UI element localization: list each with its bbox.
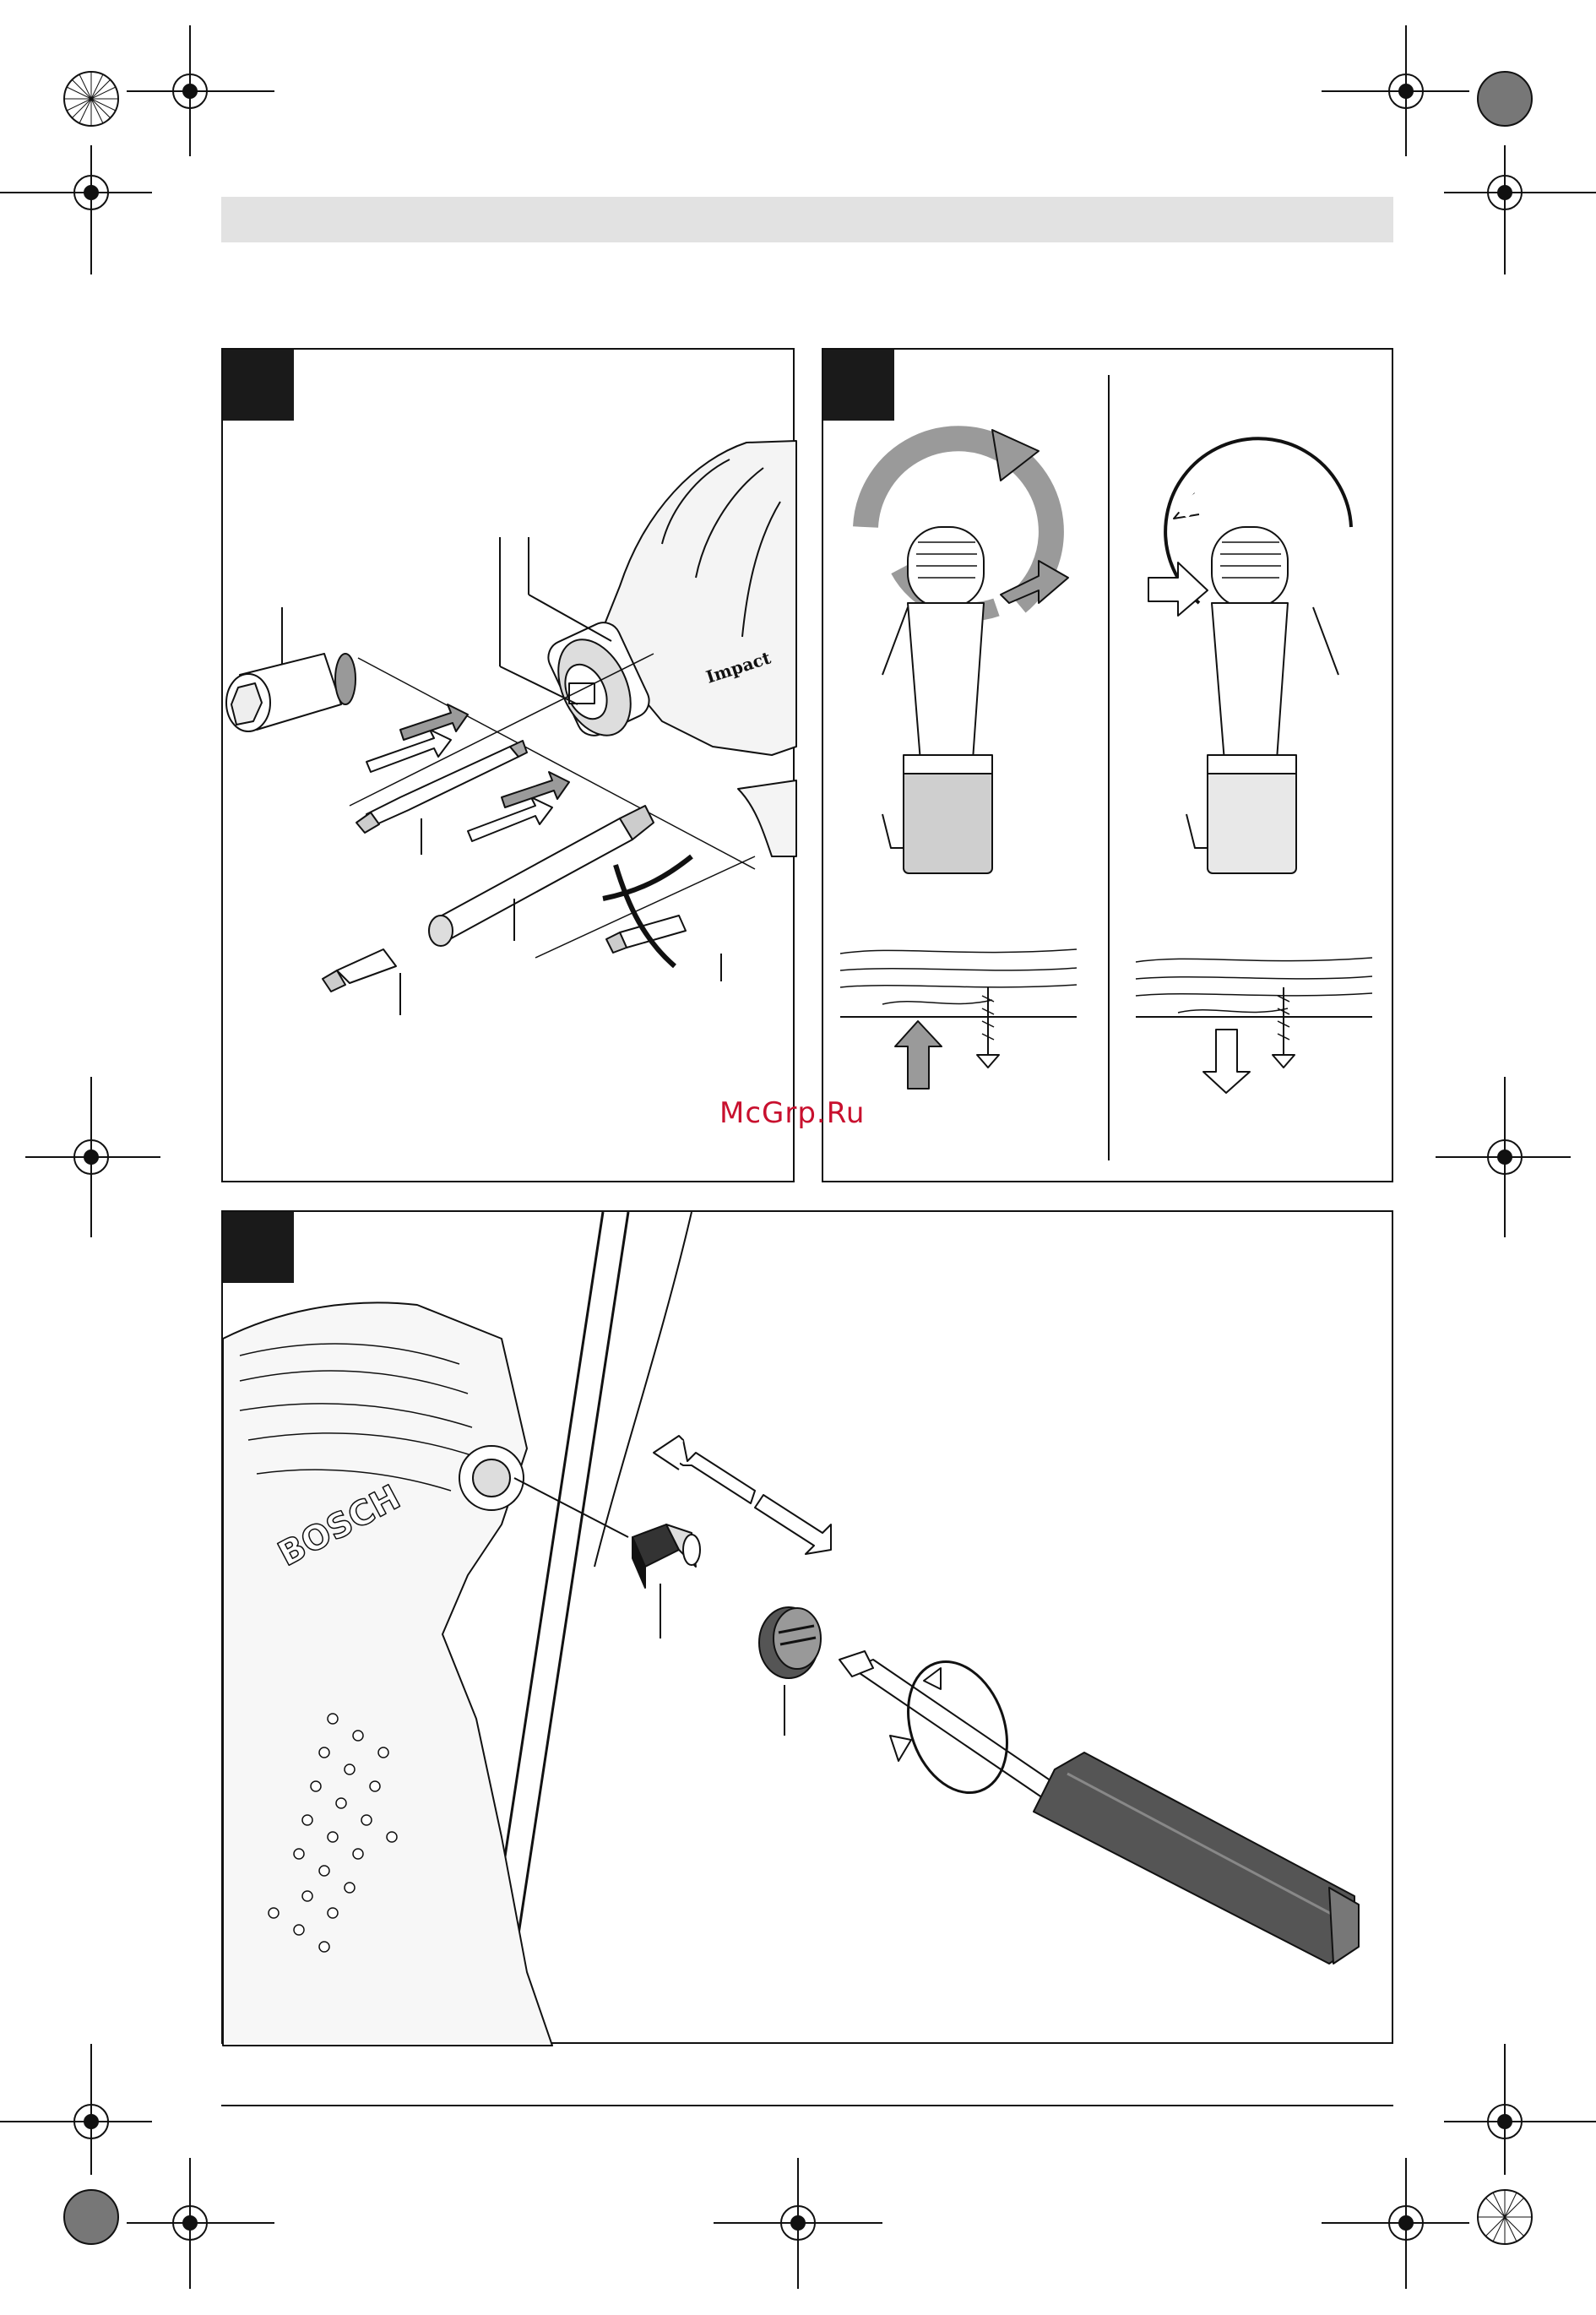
brush-cap-icon (759, 1607, 821, 1678)
figure-3-panel: BOSCH (221, 1210, 1393, 2044)
figure-1-illustration: Impact (223, 350, 796, 1184)
figure-3-illustration: BOSCH (223, 1212, 1395, 2046)
crossed-out-bit-icon (603, 856, 692, 966)
footer-rule (221, 2105, 1393, 2106)
header-bar (221, 197, 1393, 242)
carbon-brush-icon (632, 1524, 700, 1588)
figure-2-panel (822, 348, 1393, 1182)
tool-chuck-icon (543, 441, 796, 856)
socket-icon (226, 654, 356, 731)
figure-1-panel: Impact (221, 348, 795, 1182)
screwdriver-icon (839, 1651, 1359, 1964)
figure-2-illustration (823, 350, 1395, 1184)
screw-in-icon (895, 987, 999, 1089)
screw-out-icon (1203, 987, 1295, 1093)
watermark-text: McGrp.Ru (719, 1096, 865, 1130)
